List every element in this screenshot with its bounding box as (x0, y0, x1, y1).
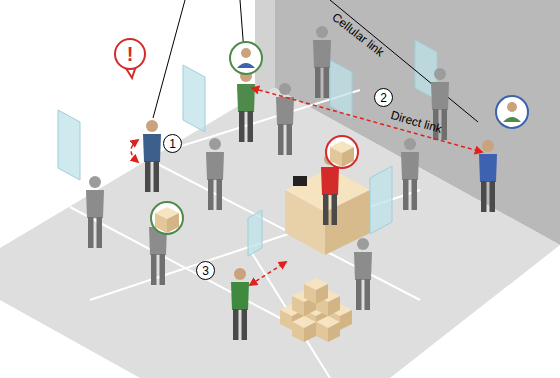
floor-edge (0, 300, 140, 378)
cellular-link (153, 0, 478, 122)
box-pile (280, 278, 352, 342)
woman-green (237, 70, 255, 142)
police-officer (143, 120, 161, 192)
callout-number: 2 (374, 88, 393, 107)
callout-text: 2 (380, 91, 387, 105)
bystander (86, 26, 449, 310)
speech-bubble (124, 42, 528, 234)
customer (231, 268, 249, 340)
callout-text: 1 (169, 137, 176, 151)
direct-link (131, 88, 482, 285)
glass-panel (58, 40, 437, 256)
callout-text: 3 (202, 264, 209, 278)
alert-mark: ! (127, 43, 134, 66)
man-blue (479, 140, 497, 212)
alert-bubble: ! (114, 38, 146, 70)
callout-number: 1 (163, 134, 182, 153)
floor-lines (70, 90, 420, 378)
callout-number: 3 (196, 261, 215, 280)
